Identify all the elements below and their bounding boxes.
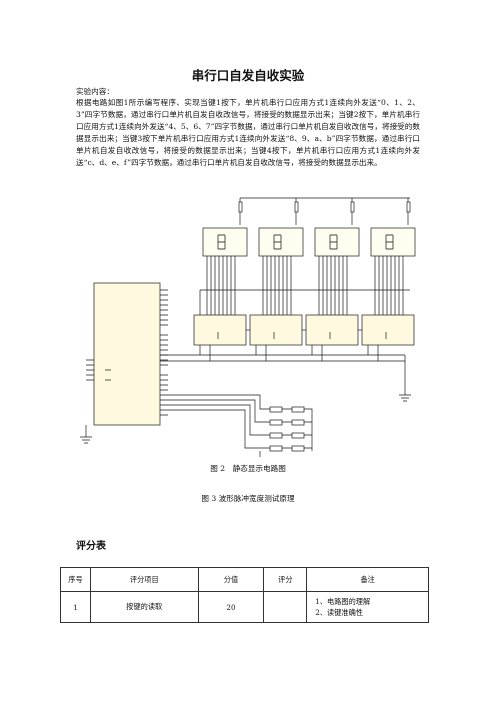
key-switch-1 (269, 406, 305, 413)
header-cell: 评分 (263, 567, 308, 592)
header-cell: 序号 (60, 567, 91, 592)
key-switch-4 (269, 445, 305, 452)
body-paragraph: 根据电路如图1所示编写程序、实现当键1按下，单片机串行口应用方式1连续向外发送“… (76, 98, 420, 167)
circuit-diagram (80, 197, 416, 457)
note-line: 2、读键准确性 (315, 608, 363, 617)
header-cell: 分值 (197, 567, 265, 592)
note-line: 1、电路图的理解 (315, 597, 371, 606)
seven-segment-display-1 (202, 227, 248, 257)
document-title: 串行口自发自收实验 (191, 68, 305, 83)
key-switch-3 (269, 432, 305, 439)
figure-caption-2: 图 3 波形脉冲宽度测试原理 (201, 494, 295, 503)
figure-caption: 图 2 静态显示电路图 (210, 464, 286, 473)
grading-title: 评分表 (76, 541, 106, 552)
shift-register-4 (361, 314, 415, 346)
row-grade (263, 591, 308, 623)
row-notes: 1、电路图的理解 2、读键准确性 (306, 591, 429, 623)
row-score: 20 (197, 591, 265, 623)
grading-table: 序号 评分项目 分值 评分 备注 1 按键的读取 20 1、电路图的理解 2、读… (60, 567, 429, 623)
header-cell: 备注 (306, 567, 429, 592)
row-number: 1 (60, 591, 91, 623)
row-item: 按键的读取 (89, 591, 199, 623)
shift-register-2 (249, 314, 303, 346)
key-switch-2 (269, 419, 305, 426)
header-cell: 评分项目 (89, 567, 199, 592)
shift-register-1 (193, 314, 247, 346)
mcu-chip (93, 282, 161, 426)
table-header-row: 序号 评分项目 分值 评分 备注 (60, 567, 429, 592)
table-row: 1 按键的读取 20 1、电路图的理解 2、读键准确性 (60, 591, 429, 623)
seven-segment-display-3 (314, 227, 360, 257)
shift-register-3 (305, 314, 359, 346)
section-label: 实验内容： (76, 87, 114, 96)
